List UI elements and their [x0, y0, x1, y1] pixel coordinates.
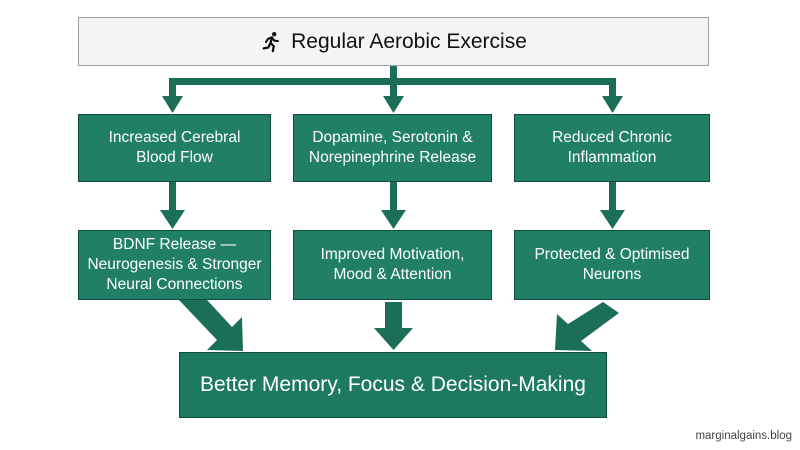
outcome-label: Better Memory, Focus & Decision-Making: [200, 373, 586, 396]
mechanism-label: Reduced Chronic Inflammation: [552, 129, 672, 166]
top-node-exercise: Regular Aerobic Exercise: [78, 17, 709, 66]
arrow-mechanism-1-to-effect-1: [160, 182, 185, 229]
effect-node-neurons: Protected & Optimised Neurons: [514, 230, 710, 300]
arrow-effect-2-to-outcome: [374, 302, 413, 350]
arrow-top-to-mechanism-2: [383, 96, 404, 113]
running-person-icon: [262, 31, 280, 52]
arrow-mechanism-2-to-effect-2: [381, 182, 406, 229]
effect-node-motivation: Improved Motivation, Mood & Attention: [293, 230, 492, 300]
mechanism-node-blood-flow: Increased Cerebral Blood Flow: [78, 114, 271, 182]
top-fan-out-connector: [169, 66, 616, 98]
effect-node-bdnf: BDNF Release — Neurogenesis & Stronger N…: [78, 230, 271, 300]
mechanism-label: Increased Cerebral Blood Flow: [108, 129, 241, 166]
effect-label: Protected & Optimised Neurons: [534, 246, 690, 283]
arrow-effect-3-to-outcome: [555, 302, 619, 351]
arrow-top-to-mechanism-3: [602, 96, 623, 113]
arrow-top-to-mechanism-1: [162, 96, 183, 113]
arrow-mechanism-3-to-effect-3: [600, 182, 625, 229]
effect-label: BDNF Release — Neurogenesis & Stronger N…: [87, 236, 262, 293]
effect-label: Improved Motivation, Mood & Attention: [320, 246, 465, 283]
mechanism-node-neurotransmitters: Dopamine, Serotonin & Norepinephrine Rel…: [293, 114, 492, 182]
arrow-effect-1-to-outcome: [179, 287, 243, 351]
top-node-label: Regular Aerobic Exercise: [291, 29, 527, 53]
mechanism-node-inflammation: Reduced Chronic Inflammation: [514, 114, 710, 182]
outcome-node: Better Memory, Focus & Decision-Making: [179, 352, 607, 418]
watermark: marginalgains.blog: [695, 430, 792, 442]
mechanism-label: Dopamine, Serotonin & Norepinephrine Rel…: [308, 129, 477, 166]
